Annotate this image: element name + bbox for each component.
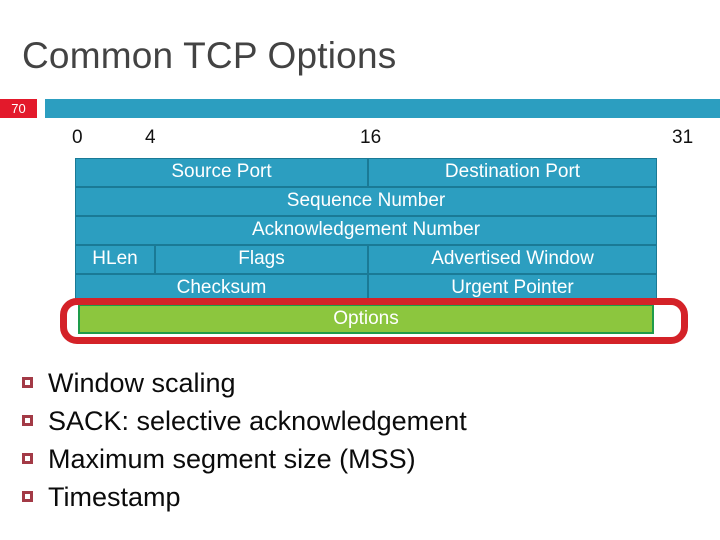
field-advertised-window: Advertised Window [368, 245, 657, 274]
field-acknowledgement-number: Acknowledgement Number [75, 216, 657, 245]
field-sequence-number: Sequence Number [75, 187, 657, 216]
header-row: Acknowledgement Number [75, 216, 657, 245]
bit-tick-31: 31 [672, 127, 694, 148]
bit-tick-16: 16 [360, 127, 382, 148]
field-source-port: Source Port [75, 158, 368, 187]
header-row: Checksum Urgent Pointer [75, 274, 657, 303]
header-row: Sequence Number [75, 187, 657, 216]
square-bullet-icon [22, 377, 33, 388]
field-urgent-pointer: Urgent Pointer [368, 274, 657, 303]
square-bullet-icon [22, 415, 33, 426]
list-item: Timestamp [0, 480, 720, 518]
list-item: SACK: selective acknowledgement [0, 404, 720, 442]
header-row: HLen Flags Advertised Window [75, 245, 657, 274]
list-item-label: Window scaling [48, 368, 236, 398]
list-item: Maximum segment size (MSS) [0, 442, 720, 480]
list-item: Window scaling [0, 366, 720, 404]
header-field-grid: Source Port Destination Port Sequence Nu… [75, 158, 657, 303]
square-bullet-icon [22, 453, 33, 464]
bullet-list: Window scaling SACK: selective acknowled… [0, 366, 720, 518]
bit-tick-4: 4 [145, 127, 156, 148]
slide-number: 70 [0, 99, 37, 118]
list-item-label: Maximum segment size (MSS) [48, 444, 416, 474]
slide-number-band: 70 [0, 99, 720, 118]
accent-bar [45, 99, 720, 118]
list-item-label: SACK: selective acknowledgement [48, 406, 467, 436]
field-hlen: HLen [75, 245, 155, 274]
page-title: Common TCP Options [22, 35, 397, 76]
bit-ruler: 0 4 16 31 [0, 126, 720, 154]
header-row: Source Port Destination Port [75, 158, 657, 187]
list-item-label: Timestamp [48, 482, 181, 512]
field-checksum: Checksum [75, 274, 368, 303]
square-bullet-icon [22, 491, 33, 502]
tcp-header-diagram: 0 4 16 31 Source Port Destination Port S… [0, 126, 720, 351]
field-options: Options [78, 304, 654, 334]
bit-tick-0: 0 [72, 127, 83, 148]
field-flags: Flags [155, 245, 368, 274]
field-destination-port: Destination Port [368, 158, 657, 187]
